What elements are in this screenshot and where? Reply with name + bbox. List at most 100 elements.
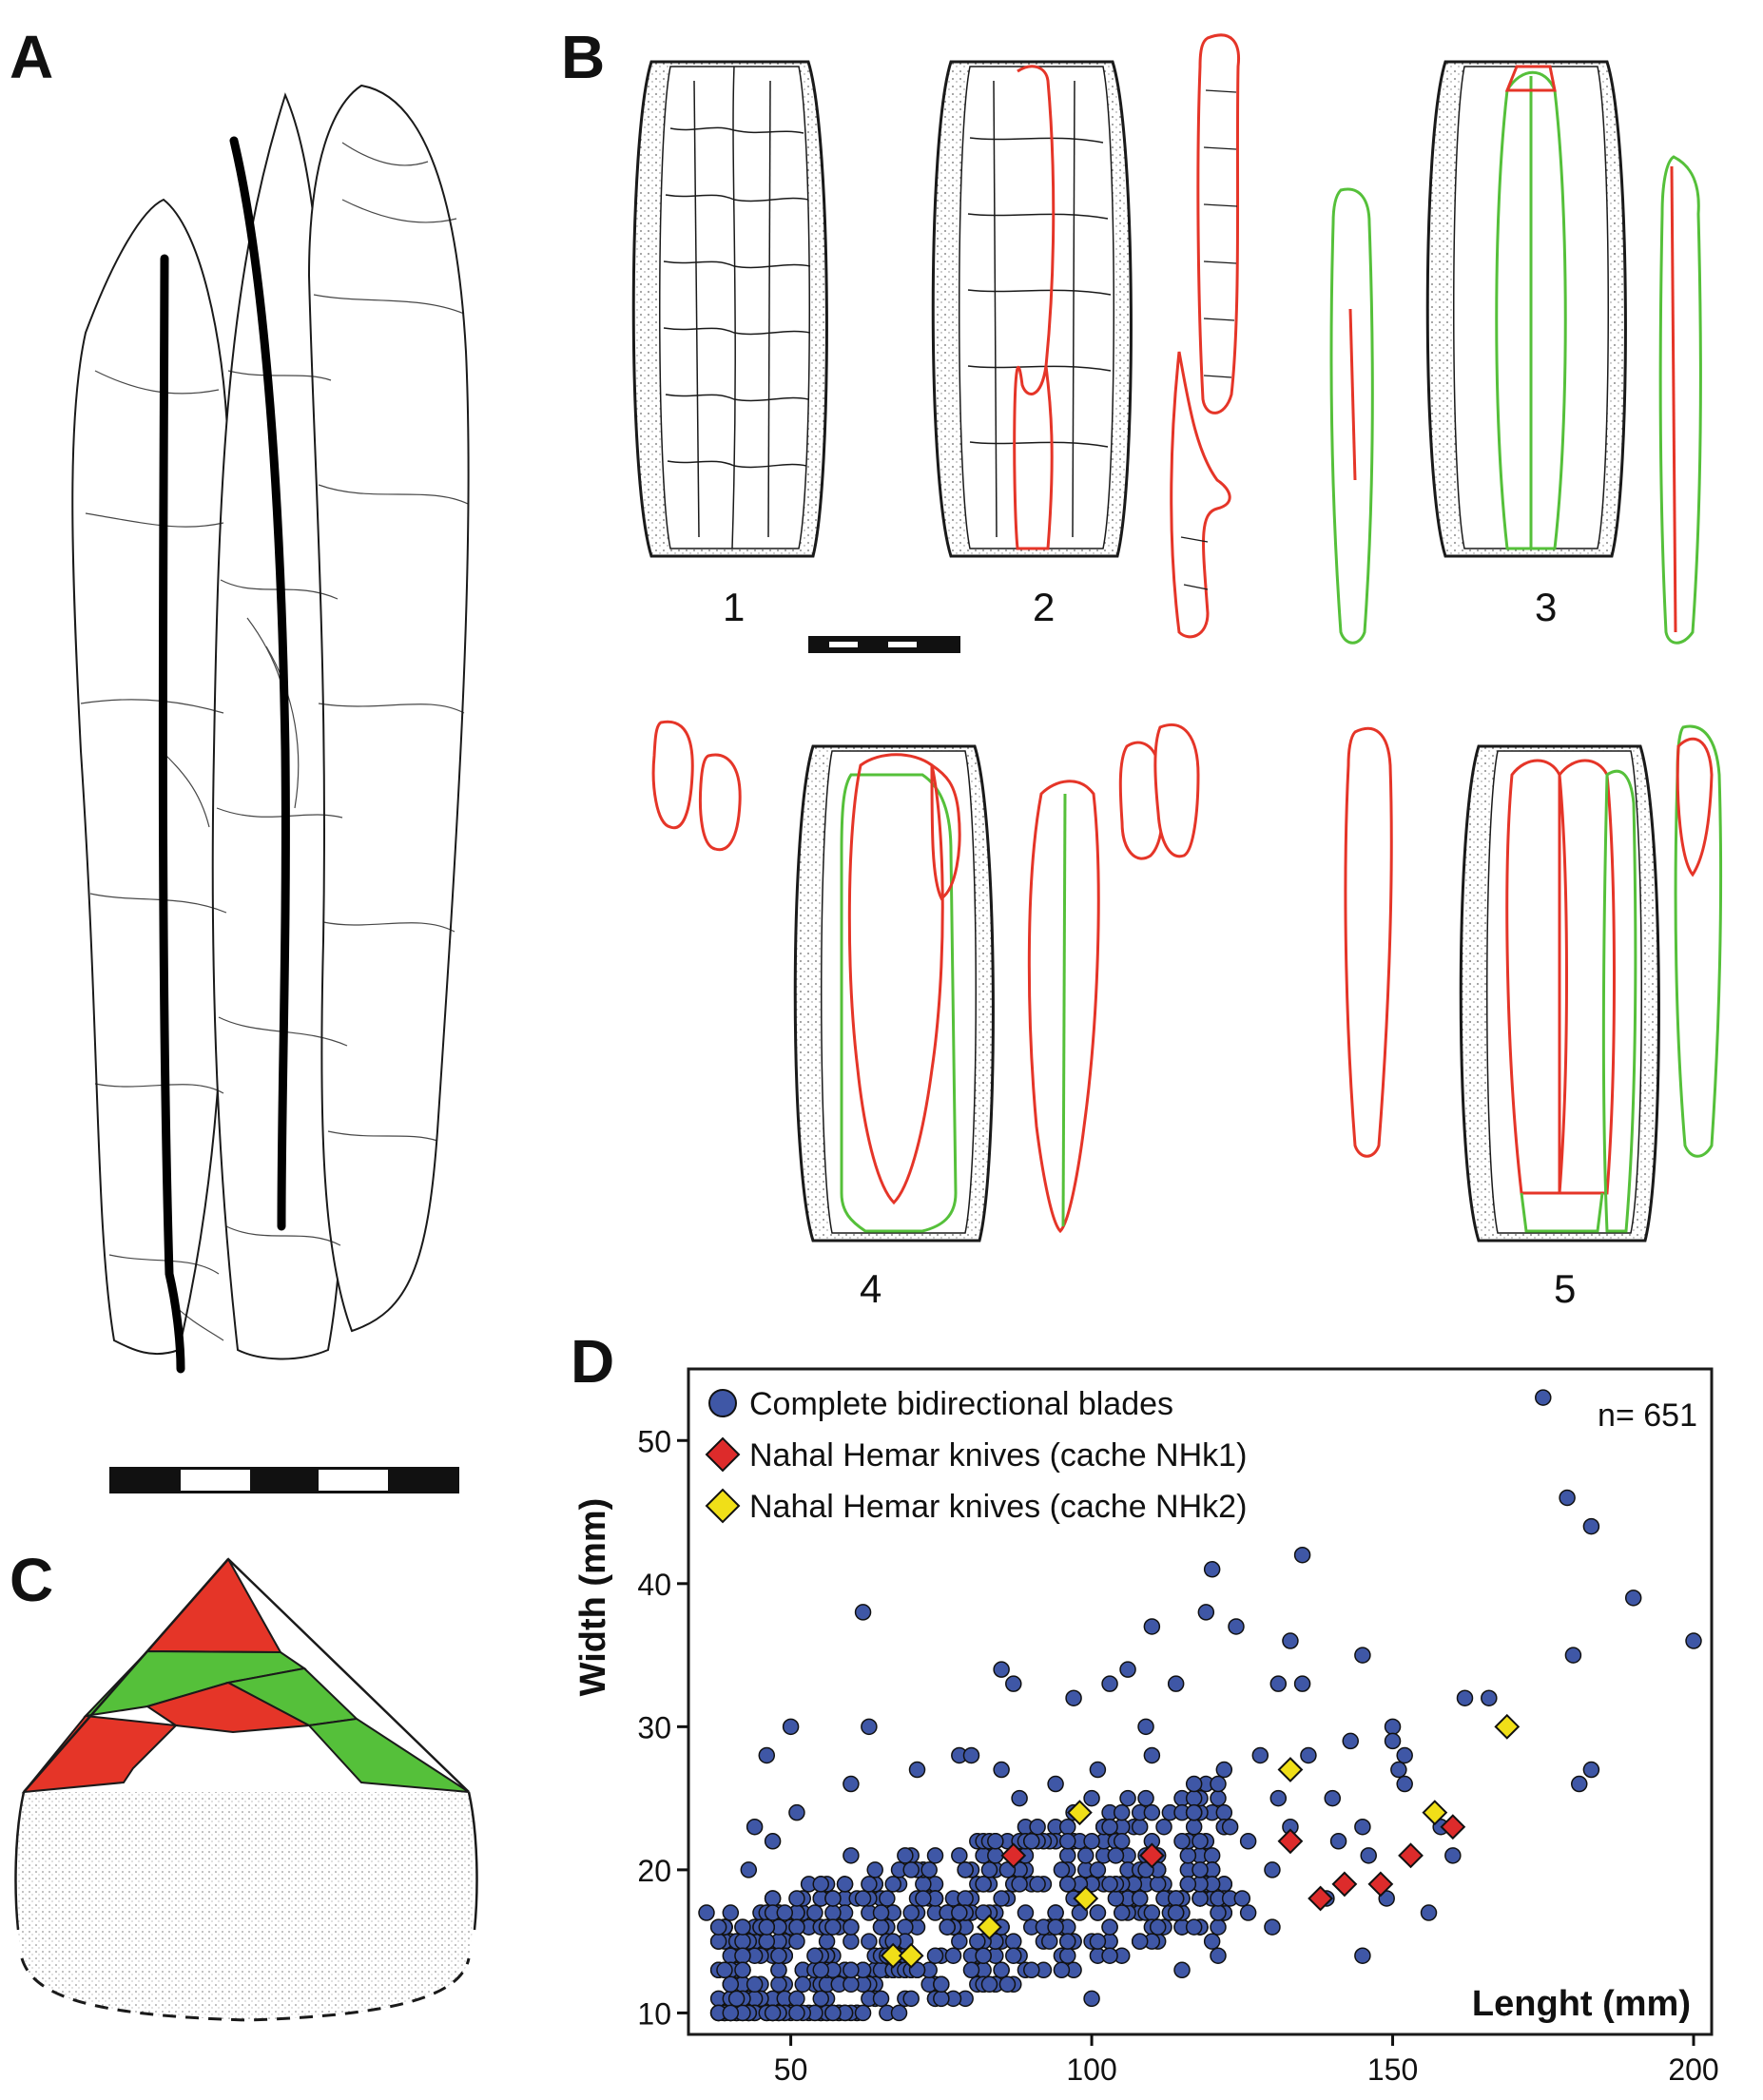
point-blade: [764, 1833, 782, 1850]
core-4-flake: [1027, 780, 1100, 1234]
core-2-flakes: [1170, 33, 1241, 639]
point-blade: [843, 1775, 860, 1793]
point-blade: [1089, 1761, 1107, 1779]
point-blade: [1384, 1732, 1402, 1750]
point-blade: [709, 1918, 727, 1936]
point-blade: [1300, 1746, 1317, 1764]
point-blade: [1191, 1890, 1209, 1907]
point-nhk1: [1138, 1842, 1165, 1869]
point-blade: [861, 1876, 878, 1893]
y-tick-label: 30: [637, 1710, 671, 1744]
point-blade: [782, 1718, 800, 1736]
point-blade: [698, 1904, 715, 1921]
point-blade: [843, 1847, 860, 1864]
point-blade: [1167, 1890, 1185, 1907]
point-blade: [806, 1904, 823, 1921]
point-nhk2: [898, 1942, 924, 1969]
core-4: [793, 744, 995, 1243]
point-blade: [1059, 1933, 1076, 1950]
point-blade: [843, 1975, 860, 1994]
panel-a-drawing: [71, 84, 470, 1374]
point-blade: [1167, 1675, 1185, 1692]
point-blade: [962, 1746, 980, 1764]
point-blade: [957, 1890, 974, 1907]
point-blade: [1167, 1904, 1185, 1921]
point-blade: [1582, 1761, 1600, 1779]
point-blade: [1119, 1661, 1136, 1678]
point-blade: [1059, 1847, 1076, 1864]
x-tick-label: 200: [1668, 2052, 1718, 2087]
point-nhk1: [1331, 1871, 1358, 1898]
point-blade: [1143, 1746, 1161, 1764]
point-blade: [962, 1961, 980, 1979]
point-blade: [764, 1890, 782, 1907]
point-blade: [1329, 1833, 1347, 1850]
core-5: [1459, 744, 1660, 1243]
point-blade: [1023, 1961, 1040, 1979]
point-blade: [854, 2004, 872, 2022]
point-blade: [1017, 1904, 1035, 1921]
point-blade: [1083, 1833, 1100, 1850]
point-blade: [1221, 1818, 1239, 1836]
point-blade: [980, 1861, 998, 1878]
point-blade: [1149, 1876, 1167, 1893]
point-blade: [987, 1833, 1004, 1850]
point-blade: [843, 1918, 860, 1936]
point-blade: [1131, 1890, 1149, 1907]
point-blade: [1210, 1775, 1227, 1793]
point-blade: [758, 1918, 776, 1936]
point-blade: [1210, 1904, 1227, 1921]
point-blade: [727, 1990, 746, 2008]
core-1: [631, 60, 828, 558]
point-blade: [998, 1975, 1017, 1994]
point-blade: [980, 1975, 998, 1994]
point-blade: [722, 1904, 740, 1921]
point-blade: [1354, 1947, 1371, 1964]
panel-a-label: A: [10, 23, 54, 91]
point-blade: [709, 1933, 727, 1950]
sample-size-annotation: n= 651: [1598, 1397, 1697, 1434]
point-blade: [1047, 1918, 1064, 1936]
point-blade: [1059, 1876, 1076, 1893]
core-5-number: 5: [1554, 1266, 1577, 1311]
point-blade: [843, 1933, 860, 1950]
point-blade: [1233, 1890, 1251, 1907]
point-blade: [1107, 1847, 1125, 1864]
point-blade: [1210, 1918, 1227, 1936]
point-blade: [902, 1904, 920, 1921]
point-blade: [734, 1961, 751, 1979]
legend-label: Nahal Hemar knives (cache NHk1): [749, 1437, 1247, 1474]
point-blade: [993, 1761, 1010, 1779]
point-blade: [1131, 1933, 1149, 1950]
point-blade: [1239, 1904, 1257, 1921]
point-blade: [1342, 1732, 1359, 1750]
point-blade: [957, 1861, 974, 1878]
point-blade: [836, 1876, 854, 1893]
point-blade: [1582, 1517, 1600, 1535]
point-nhk2: [1494, 1713, 1521, 1740]
point-blade: [764, 2004, 782, 2022]
point-blade: [1179, 1876, 1197, 1893]
point-blade: [1029, 1876, 1046, 1893]
point-nhk2: [1066, 1800, 1093, 1826]
point-nhk1: [1000, 1842, 1027, 1869]
point-blade: [770, 1975, 787, 1994]
point-blade: [1269, 1675, 1288, 1692]
point-nhk2: [1422, 1800, 1448, 1826]
point-blade: [854, 1604, 872, 1621]
point-blade: [920, 1861, 938, 1878]
legend-marker-nhk1: [705, 1436, 741, 1473]
point-blade: [758, 1746, 776, 1764]
point-blade: [1360, 1847, 1377, 1864]
point-blade: [824, 1918, 842, 1936]
point-blade: [1624, 1589, 1642, 1607]
point-blade: [1047, 1904, 1064, 1921]
y-tick-label: 50: [637, 1424, 671, 1458]
point-blade: [939, 1918, 956, 1936]
point-blade: [788, 1933, 805, 1950]
legend-marker-blades: [708, 1389, 737, 1417]
point-blade: [908, 1761, 926, 1779]
point-blade: [1228, 1618, 1245, 1635]
point-blade: [1149, 1918, 1167, 1936]
